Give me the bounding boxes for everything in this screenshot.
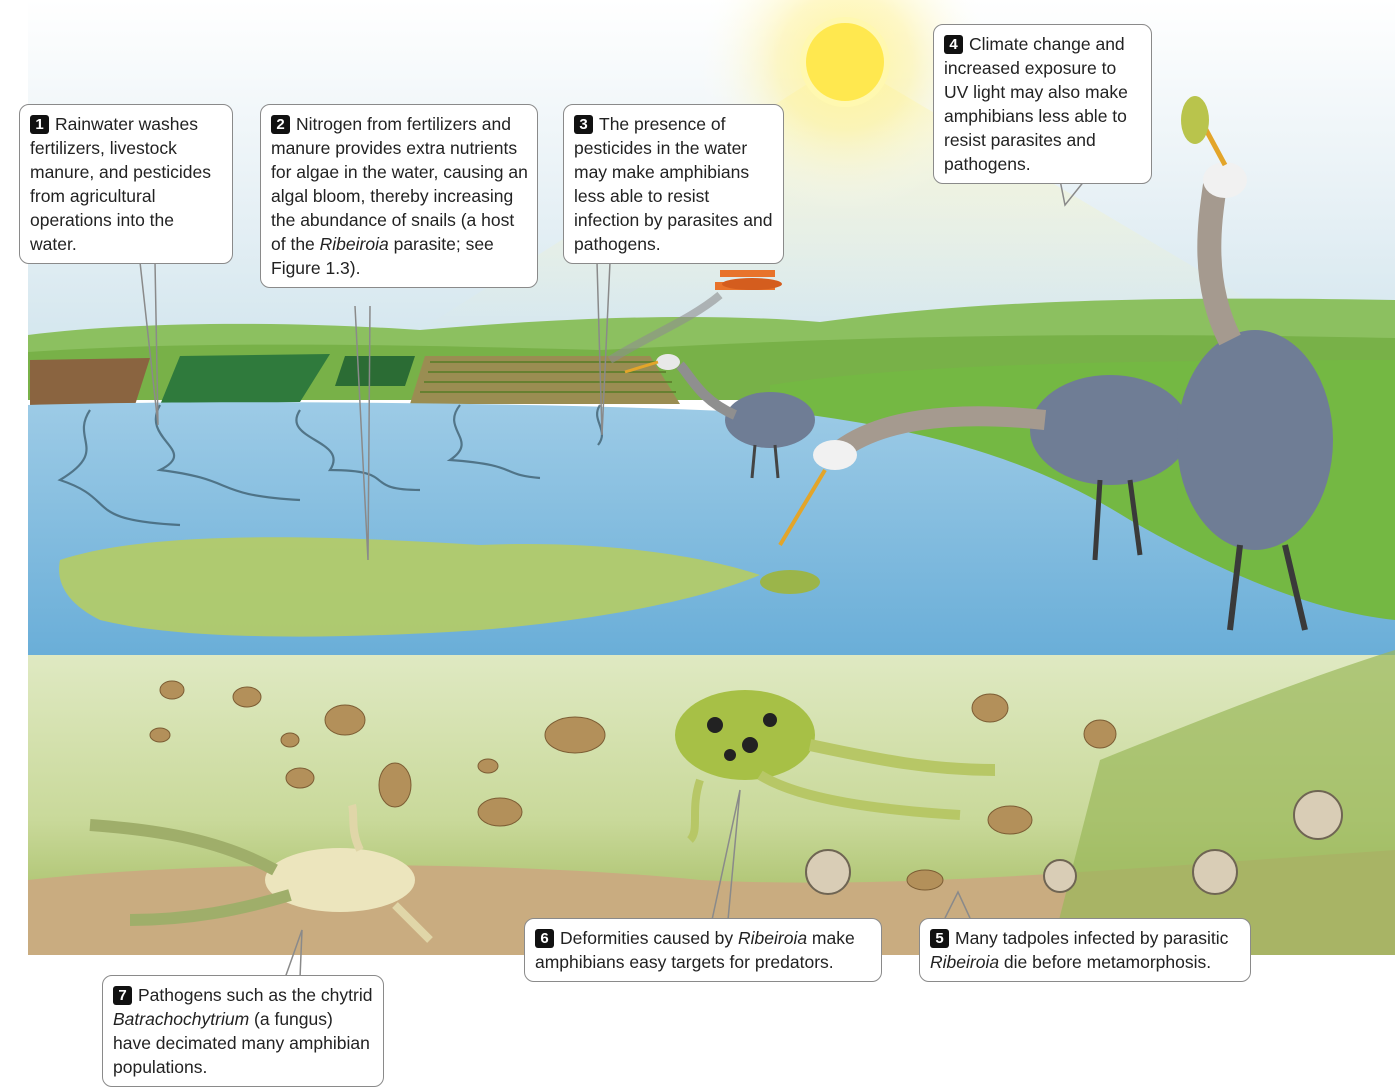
callout-number-7: 7 <box>113 986 132 1005</box>
callout-text-6: Deformities caused by <box>560 928 738 948</box>
callout-number-1: 1 <box>30 115 49 134</box>
caught-frog <box>1181 96 1209 144</box>
callout-italic-5: Ribeiroia <box>930 952 999 972</box>
callout-number-5: 5 <box>930 929 949 948</box>
crop-field-3 <box>410 356 680 404</box>
callout-italic-7: Batrachochytrium <box>113 1009 249 1029</box>
callout-text-2: Nitrogen from fertilizers and manure pro… <box>271 114 528 254</box>
callout-1: 1Rainwater washes fertilizers, livestock… <box>19 104 233 264</box>
callout-3: 3The presence of pesticides in the water… <box>563 104 784 264</box>
callout-text-1: Rainwater washes fertilizers, livestock … <box>30 114 211 254</box>
callout-7: 7 Pathogens such as the chytrid Batrachoc… <box>102 975 384 1087</box>
callout-5: 5 Many tadpoles infected by parasitic Rib… <box>919 918 1251 982</box>
callout-number-3: 3 <box>574 115 593 134</box>
manure-field <box>30 358 150 408</box>
callout-number-4: 4 <box>944 35 963 54</box>
callout-number-6: 6 <box>535 929 554 948</box>
callout-italic-6: Ribeiroia <box>738 928 807 948</box>
callout-italic-2: Ribeiroia <box>320 234 389 254</box>
callout-text-3: The presence of pesticides in the water … <box>574 114 772 254</box>
callout-6: 6Deformities caused by Ribeiroia make am… <box>524 918 882 982</box>
callout-text-5: Many tadpoles infected by parasitic <box>955 928 1228 948</box>
sun <box>803 20 887 104</box>
callout-number-2: 2 <box>271 115 290 134</box>
frog-surface <box>760 570 820 594</box>
callout-2: 2Nitrogen from fertilizers and manure pr… <box>260 104 538 288</box>
callout-4: 4Climate change and increased exposure t… <box>933 24 1152 184</box>
callout-text-4: Climate change and increased exposure to… <box>944 34 1128 174</box>
crop-field-2 <box>335 356 415 386</box>
callout-text-7: Pathogens such as the chytrid <box>138 985 372 1005</box>
